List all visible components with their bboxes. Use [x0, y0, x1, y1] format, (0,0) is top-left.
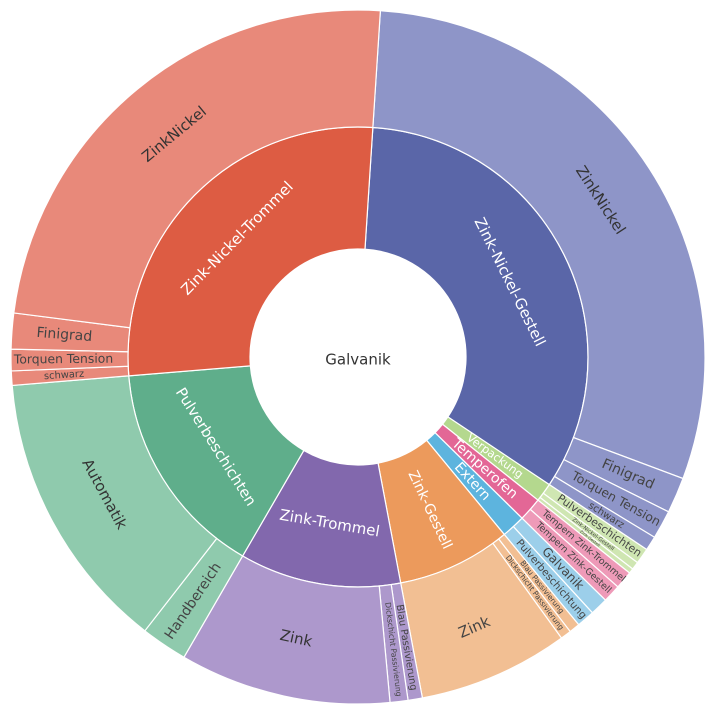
center-label: Galvanik [325, 351, 391, 369]
label-zink-nickel-trommel-torquen-tension: Torquen Tension [13, 351, 113, 367]
segment-zink-nickel-gestell-zinknickel[interactable] [372, 10, 706, 480]
label-zink-nickel-trommel-finigrad: Finigrad [36, 325, 93, 345]
center-circle [250, 249, 466, 465]
label-zink-nickel-trommel-schwarz: schwarz [44, 369, 85, 382]
segments-layer [10, 9, 706, 705]
segment-zink-nickel-trommel-zinknickel[interactable] [13, 9, 382, 329]
